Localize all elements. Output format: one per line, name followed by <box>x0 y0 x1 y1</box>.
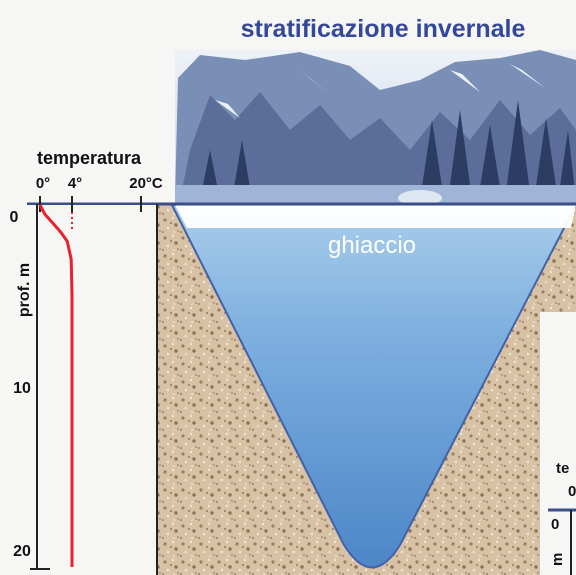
partial-panel-depth-label: m <box>549 553 566 566</box>
temperature-tick-4: 4° <box>68 175 82 192</box>
partial-panel-label: te <box>556 460 569 477</box>
ice-label: ghiaccio <box>328 232 416 259</box>
depth-axis-label: prof. m <box>16 263 33 317</box>
diagram-title: stratificazione invernale <box>241 15 526 43</box>
depth-tick-20: 20 <box>13 543 31 560</box>
temperature-tick-0: 0° <box>36 175 50 192</box>
rock-on-shore <box>398 190 442 206</box>
temperature-tick-20: 20°C <box>129 175 163 192</box>
snow-patches <box>215 64 545 118</box>
graph-background <box>0 205 157 575</box>
temperature-axis-label: temperatura <box>37 148 142 168</box>
depth-tick-0: 0 <box>10 209 19 226</box>
ice-layer <box>175 205 576 228</box>
partial-panel-depth-tick: 0 <box>551 516 559 533</box>
snowy-slopes <box>180 92 576 200</box>
lake-surface-reflection <box>175 185 576 205</box>
lake-water <box>170 204 576 569</box>
forest <box>200 100 576 200</box>
temperature-profile-line <box>38 204 74 567</box>
depth-tick-10: 10 <box>13 380 31 397</box>
mountain-landscape <box>175 50 576 206</box>
partial-panel-tick: 0 <box>568 483 576 500</box>
partial-summer-panel: te 0 0 m <box>540 312 576 575</box>
